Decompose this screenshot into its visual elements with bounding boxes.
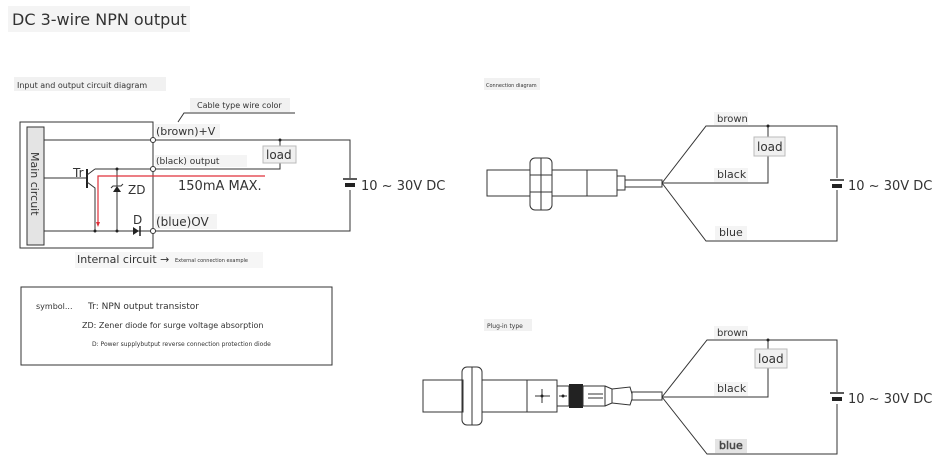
supply-label: 10 ~ 30V DC: [361, 179, 445, 194]
sensor-cable: [624, 179, 663, 188]
blue-label: blue: [719, 439, 743, 452]
symbol-item: ZD: Zener diode for surge voltage absorp…: [82, 321, 263, 330]
terminal-blue: [150, 228, 156, 234]
symbol-item: Tr: NPN output transistor: [87, 302, 199, 312]
load-box: [754, 348, 788, 369]
connection-diagram: Connection diagram brown black blue load…: [484, 78, 932, 242]
knurled-nut: [569, 384, 583, 408]
sensor-cable: [631, 391, 663, 401]
terminal-black: [150, 166, 156, 172]
page-title: DC 3-wire NPN output: [12, 10, 187, 29]
blue-label: (blue)OV: [156, 215, 210, 229]
black-label: black: [717, 168, 747, 181]
supply-label: 10 ~ 30V DC: [848, 392, 932, 407]
plugin-heading: Plug-in type: [487, 323, 523, 330]
cable-note: Cable type wire color: [197, 101, 282, 110]
brown-wire: [44, 139, 351, 178]
main-circuit-block: [26, 126, 45, 246]
current-path: [97, 175, 265, 225]
symbol-item: D: Power supplybutput reverse connection…: [92, 341, 271, 348]
sensor-head: [422, 379, 464, 413]
load-box: [262, 145, 297, 164]
main-circuit-label: Main circuit: [28, 152, 41, 216]
sensor-body: [551, 169, 618, 197]
load-label: load: [266, 148, 292, 162]
symbol-label: symbol...: [36, 302, 73, 311]
blue-wire: [661, 182, 838, 242]
brown-wire: [661, 125, 838, 184]
title-background: [8, 6, 190, 32]
load-box: [753, 136, 786, 157]
terminal-brown: [150, 137, 156, 143]
current-label: 150mA MAX.: [178, 179, 262, 194]
sensor-body: [481, 379, 528, 413]
current-arrow-icon: [96, 222, 100, 227]
external-connection-label: External connection example: [175, 258, 248, 264]
blue-wire: [44, 190, 351, 232]
connector-grip: [582, 385, 606, 407]
brown-label: (brown)+V: [156, 125, 216, 138]
blue-wire: [661, 396, 838, 455]
internal-circuit-label: Internal circuit →: [77, 253, 169, 266]
black-label: (black) output: [156, 157, 220, 167]
circuit-diagram: Input and output circuit diagram Cable t…: [14, 77, 445, 268]
d-label: D: [133, 213, 142, 227]
connection-heading: Connection diagram: [486, 83, 537, 89]
zd-label: ZD: [128, 183, 145, 197]
circuit-heading: Input and output circuit diagram: [17, 81, 147, 90]
diode-icon: [133, 227, 139, 235]
black-label: black: [717, 382, 747, 395]
symbol-legend: symbol... Tr: NPN output transistor ZD: …: [20, 286, 333, 366]
transistor-emitter: [86, 181, 96, 231]
brown-label: brown: [717, 328, 748, 339]
load-label: load: [757, 140, 783, 154]
sensor-head: [486, 169, 531, 197]
cable-note-leader: [177, 112, 295, 123]
brown-wire: [661, 339, 838, 398]
brown-label: brown: [717, 114, 748, 125]
load-label: load: [758, 352, 784, 366]
tr-label: Tr: [72, 166, 84, 180]
blue-label: blue: [719, 226, 743, 239]
internal-circuit-box: [19, 121, 154, 249]
plugin-diagram: Plug-in type brown black blue load 10 ~ …: [422, 319, 932, 455]
supply-label: 10 ~ 30V DC: [848, 179, 932, 194]
zener-diode-icon: [113, 186, 121, 192]
